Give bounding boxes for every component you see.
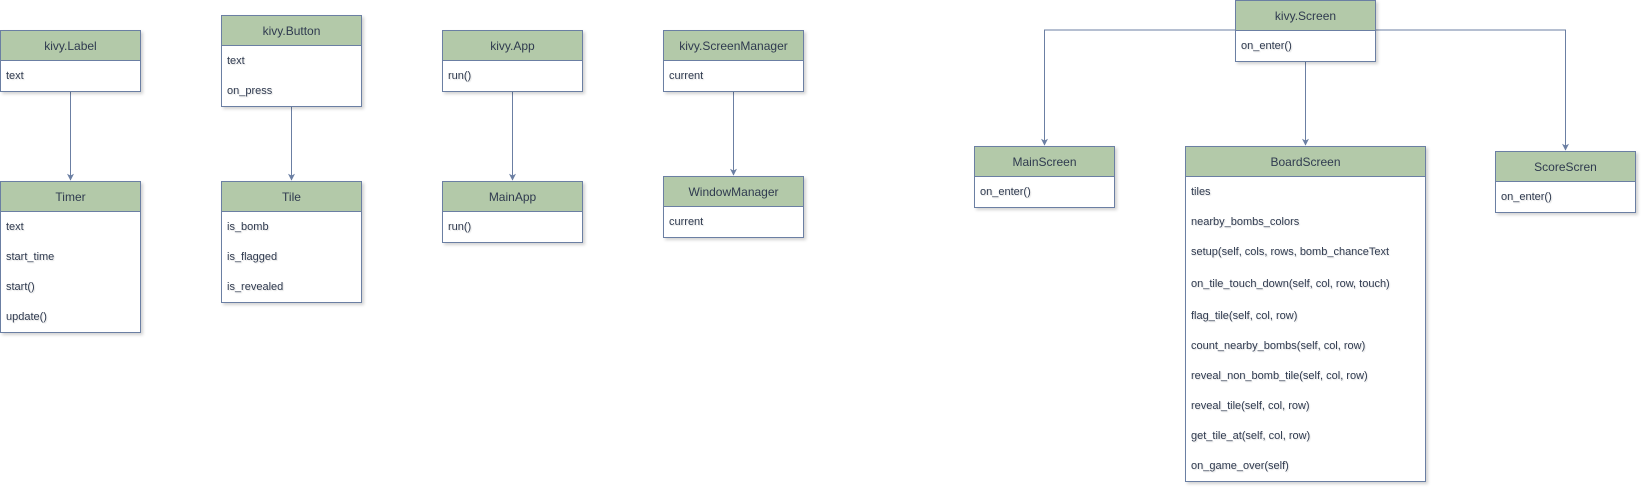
class-member: tiles	[1191, 186, 1211, 198]
class-timer[interactable]: Timer text start_time start() update()	[0, 181, 141, 333]
class-member: text	[227, 55, 245, 67]
class-member: current	[669, 70, 704, 82]
class-boardscreen[interactable]: BoardScreen tiles nearby_bombs_colors se…	[1185, 146, 1426, 482]
class-member: setup(self, cols, rows, bomb_chanceText	[1191, 246, 1390, 258]
class-member: current	[669, 216, 704, 228]
class-name: kivy.ScreenManager	[664, 31, 803, 61]
class-tile[interactable]: Tile is_bomb is_flagged is_revealed	[221, 181, 362, 303]
class-name: MainScreen	[975, 147, 1114, 177]
class-member: count_nearby_bombs(self, col, row)	[1191, 340, 1366, 352]
class-member: update()	[6, 311, 47, 323]
class-scorescren[interactable]: ScoreScren on_enter()	[1495, 151, 1636, 213]
class-member: on_tile_touch_down(self, col, row, touch…	[1191, 278, 1390, 290]
class-name: BoardScreen	[1186, 147, 1425, 177]
class-kivy-label[interactable]: kivy.Label text	[0, 30, 141, 92]
class-member: reveal_tile(self, col, row)	[1191, 400, 1310, 412]
class-member: start_time	[6, 251, 55, 263]
edge-scorescren-to-kivy_screen	[1376, 29, 1569, 151]
class-member: on_press	[227, 85, 273, 97]
class-member: text	[6, 70, 24, 82]
class-mainapp[interactable]: MainApp run()	[442, 181, 583, 243]
class-windowmanager[interactable]: WindowManager current	[663, 176, 804, 238]
class-member: is_bomb	[227, 221, 269, 233]
class-name: kivy.Label	[1, 31, 140, 61]
class-member: run()	[448, 221, 472, 233]
class-name: Timer	[1, 182, 140, 212]
class-name: kivy.Button	[222, 16, 361, 46]
class-kivy-screen[interactable]: kivy.Screen on_enter()	[1235, 0, 1376, 62]
class-member: nearby_bombs_colors	[1191, 216, 1300, 228]
class-name: MainApp	[443, 182, 582, 212]
class-name: kivy.App	[443, 31, 582, 61]
class-kivy-button[interactable]: kivy.Button text on_press	[221, 15, 362, 107]
class-name: kivy.Screen	[1236, 1, 1375, 31]
class-member: run()	[448, 70, 472, 82]
class-member: start()	[6, 281, 35, 293]
class-member: text	[6, 221, 24, 233]
class-kivy-screenmanager[interactable]: kivy.ScreenManager current	[663, 30, 804, 92]
class-member: on_enter()	[1241, 40, 1292, 52]
class-member: is_flagged	[227, 251, 278, 263]
class-member: reveal_non_bomb_tile(self, col, row)	[1191, 370, 1368, 382]
class-member: on_enter()	[1501, 191, 1552, 203]
class-name: Tile	[222, 182, 361, 212]
class-member: on_game_over(self)	[1191, 460, 1289, 472]
class-member: get_tile_at(self, col, row)	[1191, 430, 1311, 442]
class-name: WindowManager	[664, 177, 803, 207]
class-name: ScoreScren	[1496, 152, 1635, 182]
class-member: is_revealed	[227, 281, 284, 293]
class-kivy-app[interactable]: kivy.App run()	[442, 30, 583, 92]
class-mainscreen[interactable]: MainScreen on_enter()	[974, 146, 1115, 208]
class-member: flag_tile(self, col, row)	[1191, 310, 1298, 322]
edge-mainscreen-to-kivy_screen	[1041, 29, 1235, 146]
class-member: on_enter()	[980, 186, 1031, 198]
